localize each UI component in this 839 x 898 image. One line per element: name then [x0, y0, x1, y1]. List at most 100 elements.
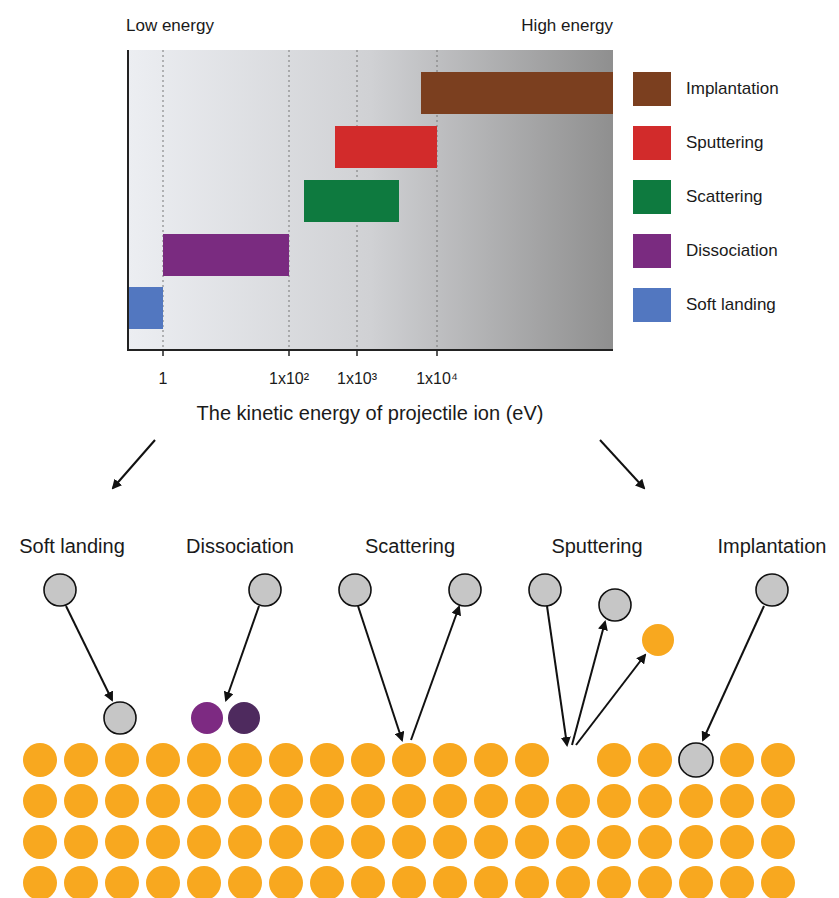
tick-label: 1x10²	[269, 370, 309, 388]
atom	[23, 825, 57, 859]
ticks	[163, 350, 437, 356]
atom	[433, 784, 467, 818]
atom	[269, 743, 303, 777]
legend-swatch	[633, 234, 671, 268]
atom	[105, 825, 139, 859]
atom	[638, 866, 672, 898]
legend-swatch	[633, 126, 671, 160]
sputtered-atom	[642, 624, 674, 656]
axis-end-label: High energy	[521, 16, 613, 36]
atom	[310, 743, 344, 777]
atom	[761, 866, 795, 898]
atom	[515, 866, 549, 898]
x-axis	[127, 349, 613, 351]
atom	[638, 825, 672, 859]
axis-end-label: Low energy	[126, 16, 214, 36]
atom	[146, 784, 180, 818]
atom	[392, 784, 426, 818]
atom	[556, 784, 590, 818]
grid-lines	[163, 50, 437, 350]
atom	[228, 743, 262, 777]
atom	[64, 743, 98, 777]
tick-label: 1x10³	[337, 370, 377, 388]
atom	[23, 784, 57, 818]
atom	[228, 784, 262, 818]
legend-swatch	[633, 72, 671, 106]
atom	[64, 825, 98, 859]
fragment	[228, 702, 260, 734]
atom	[146, 866, 180, 898]
ions	[44, 574, 788, 734]
chart-ground	[128, 50, 613, 350]
atom	[228, 825, 262, 859]
range-bar	[335, 126, 437, 168]
atom	[23, 743, 57, 777]
atom	[761, 825, 795, 859]
atom	[474, 743, 508, 777]
y-axis	[127, 50, 129, 351]
process-label: Scattering	[365, 535, 455, 558]
atom	[515, 743, 549, 777]
atom	[597, 784, 631, 818]
atom	[597, 866, 631, 898]
atom	[146, 743, 180, 777]
range-bar	[304, 180, 399, 222]
trajectory-arrows	[66, 606, 764, 745]
atom	[146, 825, 180, 859]
atom	[351, 743, 385, 777]
tick-label: 1x10⁴	[416, 370, 458, 388]
atom	[105, 866, 139, 898]
range-bar	[128, 287, 163, 329]
atom	[720, 866, 754, 898]
atom	[310, 866, 344, 898]
atom	[187, 866, 221, 898]
atom	[556, 825, 590, 859]
atom	[392, 743, 426, 777]
atom	[474, 784, 508, 818]
atom	[597, 825, 631, 859]
atom	[310, 784, 344, 818]
atom	[679, 825, 713, 859]
legend-label: Scattering	[686, 187, 763, 207]
atom	[720, 743, 754, 777]
process-label: Implantation	[718, 535, 827, 558]
atom	[597, 743, 631, 777]
atom	[720, 784, 754, 818]
atom	[515, 825, 549, 859]
atom	[310, 825, 344, 859]
atom	[720, 825, 754, 859]
atom	[187, 825, 221, 859]
atom	[638, 743, 672, 777]
atom	[187, 743, 221, 777]
atom	[392, 866, 426, 898]
atom	[679, 743, 713, 777]
tick-label: 1	[159, 370, 168, 388]
atom	[761, 784, 795, 818]
atom	[351, 866, 385, 898]
atom	[679, 866, 713, 898]
atom	[474, 866, 508, 898]
process-label: Dissociation	[186, 535, 294, 558]
pointer-arrows	[113, 440, 644, 488]
atom	[761, 743, 795, 777]
atom	[269, 825, 303, 859]
atom	[351, 784, 385, 818]
process-label: Soft landing	[19, 535, 125, 558]
atom	[269, 866, 303, 898]
atom	[64, 784, 98, 818]
legend-swatch	[633, 288, 671, 322]
axis-title: The kinetic energy of projectile ion (eV…	[197, 402, 544, 425]
legend-label: Soft landing	[686, 295, 776, 315]
legend-label: Sputtering	[686, 133, 764, 153]
atom	[515, 784, 549, 818]
atom	[105, 743, 139, 777]
surface-lattice	[23, 743, 795, 898]
atom	[351, 825, 385, 859]
range-bar	[163, 234, 289, 276]
fragment	[191, 702, 223, 734]
process-label: Sputtering	[551, 535, 642, 558]
atom	[433, 866, 467, 898]
legend-label: Implantation	[686, 79, 779, 99]
atom	[638, 784, 672, 818]
legend-label: Dissociation	[686, 241, 778, 261]
